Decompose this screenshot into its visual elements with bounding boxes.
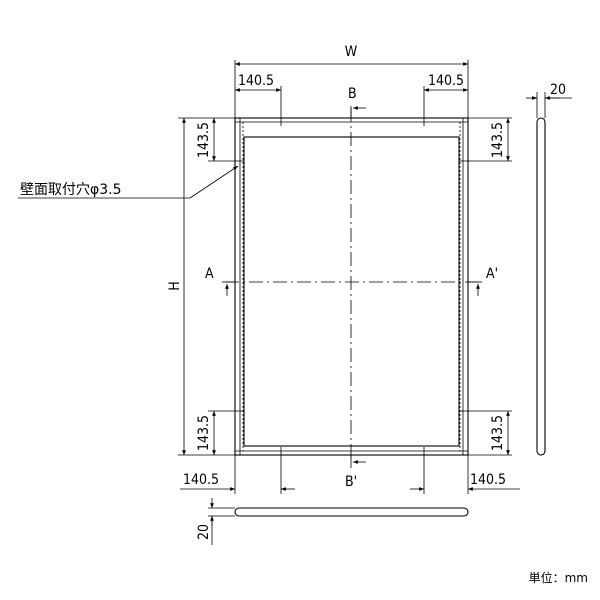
section-mark-a-prime: A' xyxy=(468,266,498,296)
right-bottom-offset: 143.5 xyxy=(490,415,506,451)
section-a-label: A xyxy=(205,266,214,282)
right-offset-dimensions: 143.5 143.5 xyxy=(468,117,512,456)
bottom-offset-dimensions: 140.5 140.5 xyxy=(180,455,520,494)
section-a-prime-label: A' xyxy=(486,266,498,282)
left-offset-dimensions: 143.5 143.5 xyxy=(196,118,235,455)
top-right-offset: 140.5 xyxy=(428,73,464,89)
width-label: W xyxy=(345,44,358,60)
bottom-left-offset: 140.5 xyxy=(183,472,219,488)
side-thickness: 20 xyxy=(550,82,566,98)
hole-callout-label: 壁面取付穴φ3.5 xyxy=(20,182,122,198)
section-mark-a: A xyxy=(205,266,235,296)
section-mark-b-prime: B' xyxy=(345,455,366,490)
top-offset-dimensions: 140.5 140.5 xyxy=(235,73,468,118)
section-mark-b: B xyxy=(348,86,366,118)
section-b-label: B xyxy=(348,86,357,102)
inner-panel xyxy=(243,136,460,447)
side-profile xyxy=(536,117,546,456)
height-label: H xyxy=(167,281,183,290)
height-dimension: H xyxy=(167,117,235,456)
side-view: 20 xyxy=(526,82,572,456)
bottom-profile xyxy=(234,507,469,517)
right-top-offset: 143.5 xyxy=(490,122,506,158)
unit-note: 単位：mm xyxy=(529,570,588,585)
bottom-right-offset: 140.5 xyxy=(470,472,506,488)
hole-callout: 壁面取付穴φ3.5 xyxy=(18,165,239,199)
top-left-offset: 140.5 xyxy=(238,73,274,89)
left-top-offset: 143.5 xyxy=(196,122,212,158)
width-dimension: W xyxy=(234,44,469,118)
outer-frame xyxy=(234,117,469,456)
left-bottom-offset: 143.5 xyxy=(196,415,212,451)
bottom-view: 20 xyxy=(196,498,469,545)
section-b-prime-label: B' xyxy=(345,474,357,490)
bottom-thickness: 20 xyxy=(196,524,212,540)
front-view xyxy=(225,108,478,460)
